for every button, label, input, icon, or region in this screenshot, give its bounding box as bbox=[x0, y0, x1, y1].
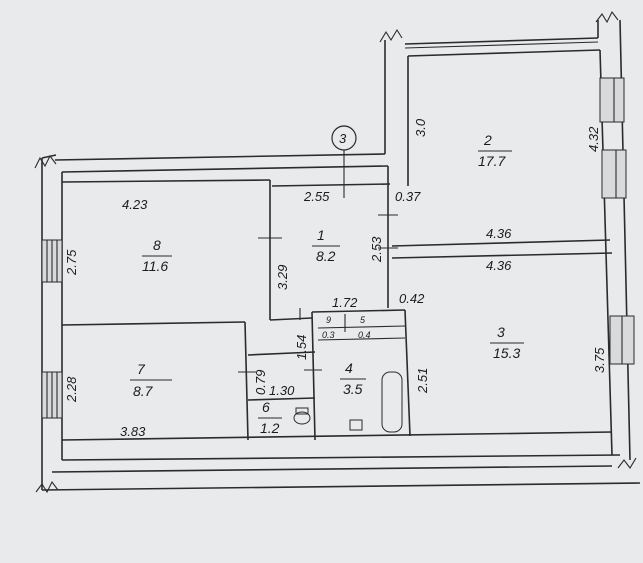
room-5-area: 0.4 bbox=[358, 330, 371, 340]
dim-r6-width: 1.30 bbox=[269, 383, 295, 398]
dim-r3-right: 3.75 bbox=[592, 347, 607, 373]
dim-r6-height: 0.79 bbox=[253, 370, 268, 395]
wall-break-marks bbox=[34, 10, 637, 494]
door-ticks bbox=[238, 214, 398, 373]
dim-r1-top: 2.55 bbox=[303, 189, 330, 204]
room-3-area: 15.3 bbox=[493, 345, 520, 361]
marker-label: 3 bbox=[339, 131, 347, 146]
room-labels: 8 11.6 1 8.2 2 17.7 3 15.3 4 3.5 5 0.4 9… bbox=[130, 132, 524, 436]
room-9-number: 9 bbox=[326, 315, 331, 325]
toilet bbox=[293, 407, 311, 425]
room-8-number: 8 bbox=[153, 237, 161, 253]
room-1-number: 1 bbox=[317, 227, 325, 243]
room-4-area: 3.5 bbox=[343, 381, 363, 397]
dim-r8-right: 3.29 bbox=[275, 265, 290, 290]
sink bbox=[349, 419, 363, 431]
room-7-number: 7 bbox=[137, 361, 146, 377]
dim-r4-right: 2.51 bbox=[415, 368, 430, 394]
dim-r7-width: 3.83 bbox=[120, 424, 146, 439]
dim-r9-5-width: 1.72 bbox=[332, 295, 358, 310]
dim-r3-width: 4.36 bbox=[486, 258, 512, 273]
dim-gap-top: 0.37 bbox=[395, 189, 421, 204]
bathtub bbox=[381, 371, 403, 433]
room-8-area: 11.6 bbox=[142, 258, 168, 274]
room-6-number: 6 bbox=[262, 399, 270, 415]
room-5-number: 5 bbox=[360, 315, 366, 325]
dim-r1-side: 2.53 bbox=[369, 236, 384, 263]
dim-r7-height: 2.28 bbox=[64, 376, 79, 403]
dim-gap-mid: 0.42 bbox=[399, 291, 425, 306]
dim-r8-height: 2.75 bbox=[64, 249, 79, 276]
section-marker: 3 bbox=[331, 125, 357, 198]
dim-r4-left: 1.54 bbox=[294, 335, 309, 360]
windows bbox=[41, 41, 635, 419]
room-4-number: 4 bbox=[345, 360, 353, 376]
dimension-labels: 4.23 2.75 3.29 2.28 3.83 2.55 2.53 0.37 … bbox=[64, 118, 607, 439]
room-3-number: 3 bbox=[497, 324, 505, 340]
room-2-area: 17.7 bbox=[478, 153, 506, 169]
dim-r2-right: 4.32 bbox=[586, 126, 601, 152]
room-9-area: 0.3 bbox=[322, 330, 335, 340]
room-1-area: 8.2 bbox=[316, 248, 336, 264]
dim-r2-left: 3.0 bbox=[413, 118, 428, 137]
dim-r2-width: 4.36 bbox=[486, 226, 512, 241]
inner-walls bbox=[61, 166, 613, 441]
room-2-number: 2 bbox=[483, 132, 492, 148]
dim-r8-width: 4.23 bbox=[122, 197, 148, 212]
room-6-area: 1.2 bbox=[260, 420, 280, 436]
room-7-area: 8.7 bbox=[133, 383, 154, 399]
